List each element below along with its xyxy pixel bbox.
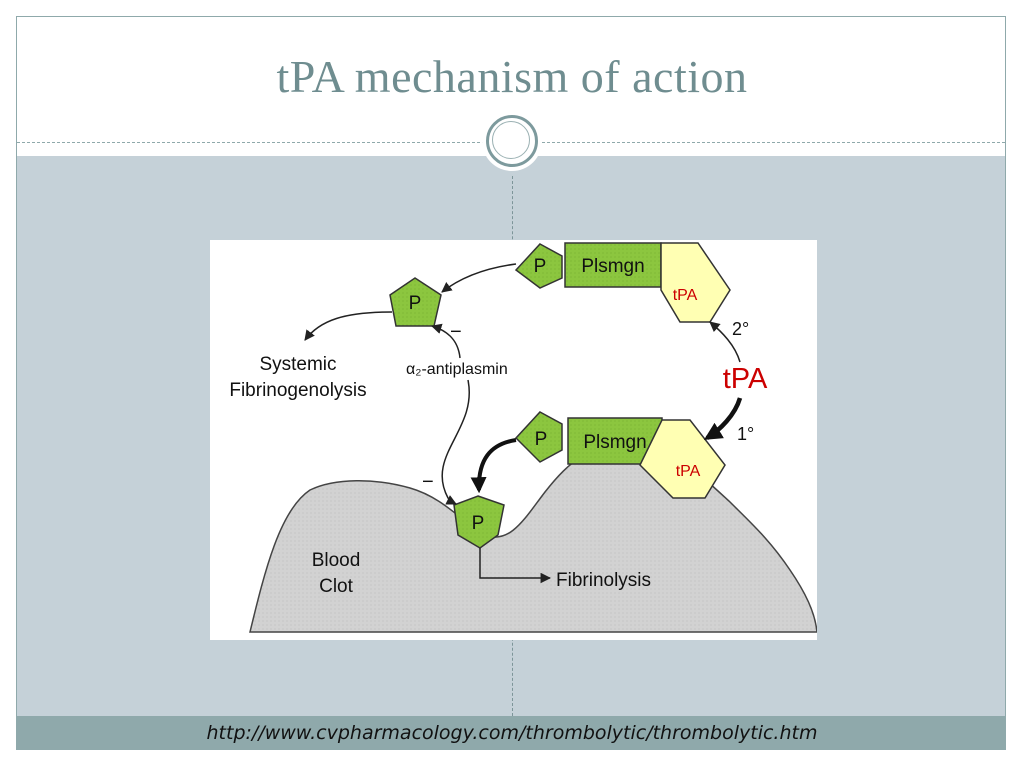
plasmin-label-clot: P [472, 513, 485, 534]
arrow-to-fibrinolysis [479, 548, 552, 584]
plasminogen-label-lower: Plsmgn [583, 432, 646, 453]
tpa-small-label-top: tPA [673, 287, 698, 304]
arrow-to-systemic [304, 311, 393, 341]
tpa-small-label-lower: tPA [676, 463, 701, 480]
pathway-primary-label: 1° [737, 424, 754, 444]
clot-label-line2: Clot [319, 576, 354, 597]
divider-circle-inner-ring [492, 121, 530, 159]
systemic-label-line2: Fibrinogenolysis [229, 380, 366, 401]
plasmin-label-free: P [409, 293, 422, 314]
arrow-to-free-plasmin [441, 263, 517, 293]
lower-plasmin-to-clot-arrow [470, 438, 517, 494]
slide-title: tPA mechanism of action [276, 51, 748, 102]
plasmin-pentagon-top [514, 243, 563, 289]
plasmin-pentagon-lower [514, 411, 563, 463]
plasminogen-label-top: Plsmgn [581, 256, 644, 277]
antiplasmin-label: α₂-antiplasmin [406, 361, 508, 378]
plasmin-pentagon-free [389, 277, 442, 327]
source-url-link[interactable]: http://www.cvpharmacology.com/thrombolyt… [206, 722, 818, 744]
pathway-secondary-label: 2° [732, 319, 749, 339]
secondary-pathway-arrow [709, 321, 741, 363]
systemic-label-line1: Systemic [259, 354, 336, 375]
inhibit-sign-free: − [450, 321, 462, 343]
plasmin-label-lower: P [535, 429, 548, 450]
tpa-bound-lower [639, 419, 726, 499]
primary-pathway-arrow [703, 397, 743, 440]
blood-clot-shape [249, 444, 817, 633]
antiplasmin-inhibits-clot-arrow [441, 379, 471, 505]
antiplasmin-inhibits-free-arrow [430, 323, 461, 359]
fibrinolysis-label: Fibrinolysis [556, 570, 651, 591]
inhibit-sign-clot: − [422, 471, 434, 493]
tpa-main-label: tPA [723, 363, 768, 395]
plasminogen-box-top [564, 242, 662, 288]
tpa-mechanism-diagram: P Plsmgn tPA P P P Plsmgn tPA tPA [210, 240, 817, 640]
tpa-bound-top [660, 242, 731, 323]
plasmin-label-top: P [534, 256, 547, 277]
footer-bar [17, 716, 1005, 750]
clot-label-line1: Blood [312, 550, 361, 571]
